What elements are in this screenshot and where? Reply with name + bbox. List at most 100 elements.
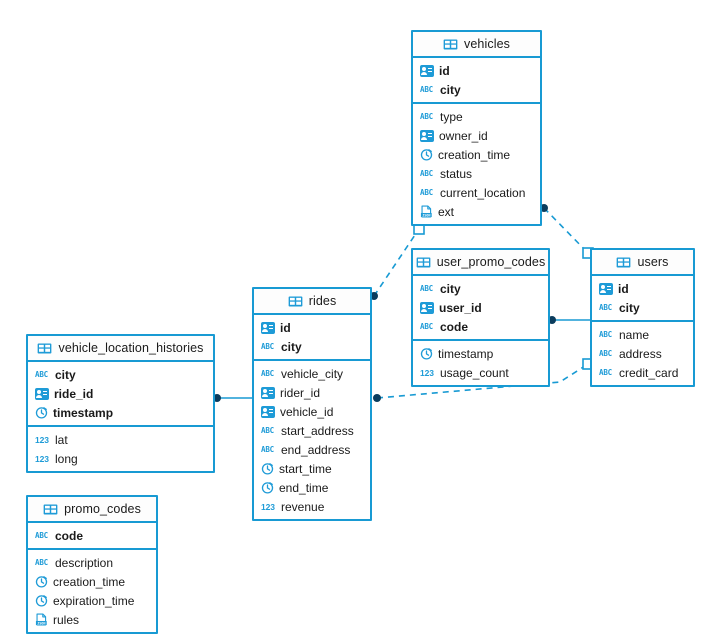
column-name: city [55, 367, 76, 382]
abc-string-icon: ABC [599, 367, 612, 377]
column-name: end_address [281, 442, 351, 457]
column-row-expiration_time[interactable]: expiration_time [28, 591, 156, 610]
table-header-users[interactable]: users [592, 250, 693, 276]
abc-string-icon: ABC [35, 557, 48, 567]
table-grid-icon [37, 342, 52, 354]
column-row-revenue[interactable]: 123 revenue [254, 497, 370, 516]
abc-string-icon: ABC [261, 444, 274, 454]
abc-string-icon: ABC [420, 111, 433, 121]
table-header-rides[interactable]: rides [254, 289, 370, 315]
table-title: promo_codes [64, 502, 141, 516]
column-name: id [439, 63, 450, 78]
123-numeric-icon: 123 [261, 501, 275, 512]
abc-string-icon: ABC [35, 369, 48, 379]
identity-card-icon [420, 129, 434, 142]
clock-icon [261, 462, 274, 475]
svg-text:JSON: JSON [422, 213, 430, 217]
table-header-vehicle_location_histories[interactable]: vehicle_location_histories [28, 336, 213, 362]
column-name: long [55, 451, 78, 466]
column-row-timestamp[interactable]: timestamp [413, 344, 548, 363]
column-row-id[interactable]: id [413, 61, 540, 80]
column-row-vehicle_city[interactable]: ABC vehicle_city [254, 364, 370, 383]
column-row-ride_id[interactable]: ride_id [28, 384, 213, 403]
abc-string-icon: ABC [599, 329, 612, 339]
clock-icon [35, 594, 48, 607]
column-row-end_time[interactable]: end_time [254, 478, 370, 497]
column-row-type[interactable]: ABC type [413, 107, 540, 126]
column-row-creation_time[interactable]: creation_time [413, 145, 540, 164]
table-grid-icon [43, 503, 58, 515]
table-grid-icon [616, 256, 631, 268]
column-name: revenue [281, 499, 325, 514]
column-name: rules [53, 612, 80, 627]
column-row-user_id[interactable]: user_id [413, 298, 548, 317]
column-name: description [55, 555, 114, 570]
table-header-promo_codes[interactable]: promo_codes [28, 497, 156, 523]
column-row-usage_count[interactable]: 123 usage_count [413, 363, 548, 382]
column-row-creation_time[interactable]: creation_time [28, 572, 156, 591]
column-name: usage_count [440, 365, 509, 380]
abc-string-icon: ABC [261, 368, 274, 378]
table-title: user_promo_codes [436, 255, 546, 269]
table-header-user_promo_codes[interactable]: user_promo_codes [413, 250, 548, 276]
column-row-id[interactable]: id [254, 318, 370, 337]
abc-string-icon: ABC [599, 348, 612, 358]
column-name: city [440, 82, 461, 97]
abc-string-icon: ABC [261, 425, 274, 435]
column-row-description[interactable]: ABC description [28, 553, 156, 572]
column-row-vehicle_id[interactable]: vehicle_id [254, 402, 370, 421]
column-row-owner_id[interactable]: owner_id [413, 126, 540, 145]
123-numeric-icon: 123 [35, 453, 49, 464]
table-title: vehicles [464, 37, 510, 51]
column-row-timestamp[interactable]: timestamp [28, 403, 213, 422]
identity-card-icon [420, 301, 434, 314]
column-name: id [280, 320, 291, 335]
identity-card-icon [261, 405, 275, 418]
json-document-icon: JSON [420, 205, 433, 218]
column-row-rider_id[interactable]: rider_id [254, 383, 370, 402]
column-name: id [618, 281, 629, 296]
table-header-vehicles[interactable]: vehicles [413, 32, 540, 58]
123-numeric-icon: 123 [420, 367, 434, 378]
column-name: city [619, 300, 640, 315]
relationship-line-rel-vehicles-users[interactable] [543, 207, 589, 254]
column-row-id[interactable]: id [592, 279, 693, 298]
column-row-start_time[interactable]: start_time [254, 459, 370, 478]
column-name: vehicle_id [280, 404, 334, 419]
column-row-long[interactable]: 123 long [28, 449, 213, 468]
column-name: vehicle_city [281, 366, 344, 381]
abc-string-icon: ABC [35, 530, 48, 540]
column-row-city[interactable]: ABC city [28, 365, 213, 384]
column-name: creation_time [53, 574, 126, 589]
column-name: type [440, 109, 463, 124]
column-name: expiration_time [53, 593, 135, 608]
column-row-end_address[interactable]: ABC end_address [254, 440, 370, 459]
clock-icon [420, 347, 433, 360]
